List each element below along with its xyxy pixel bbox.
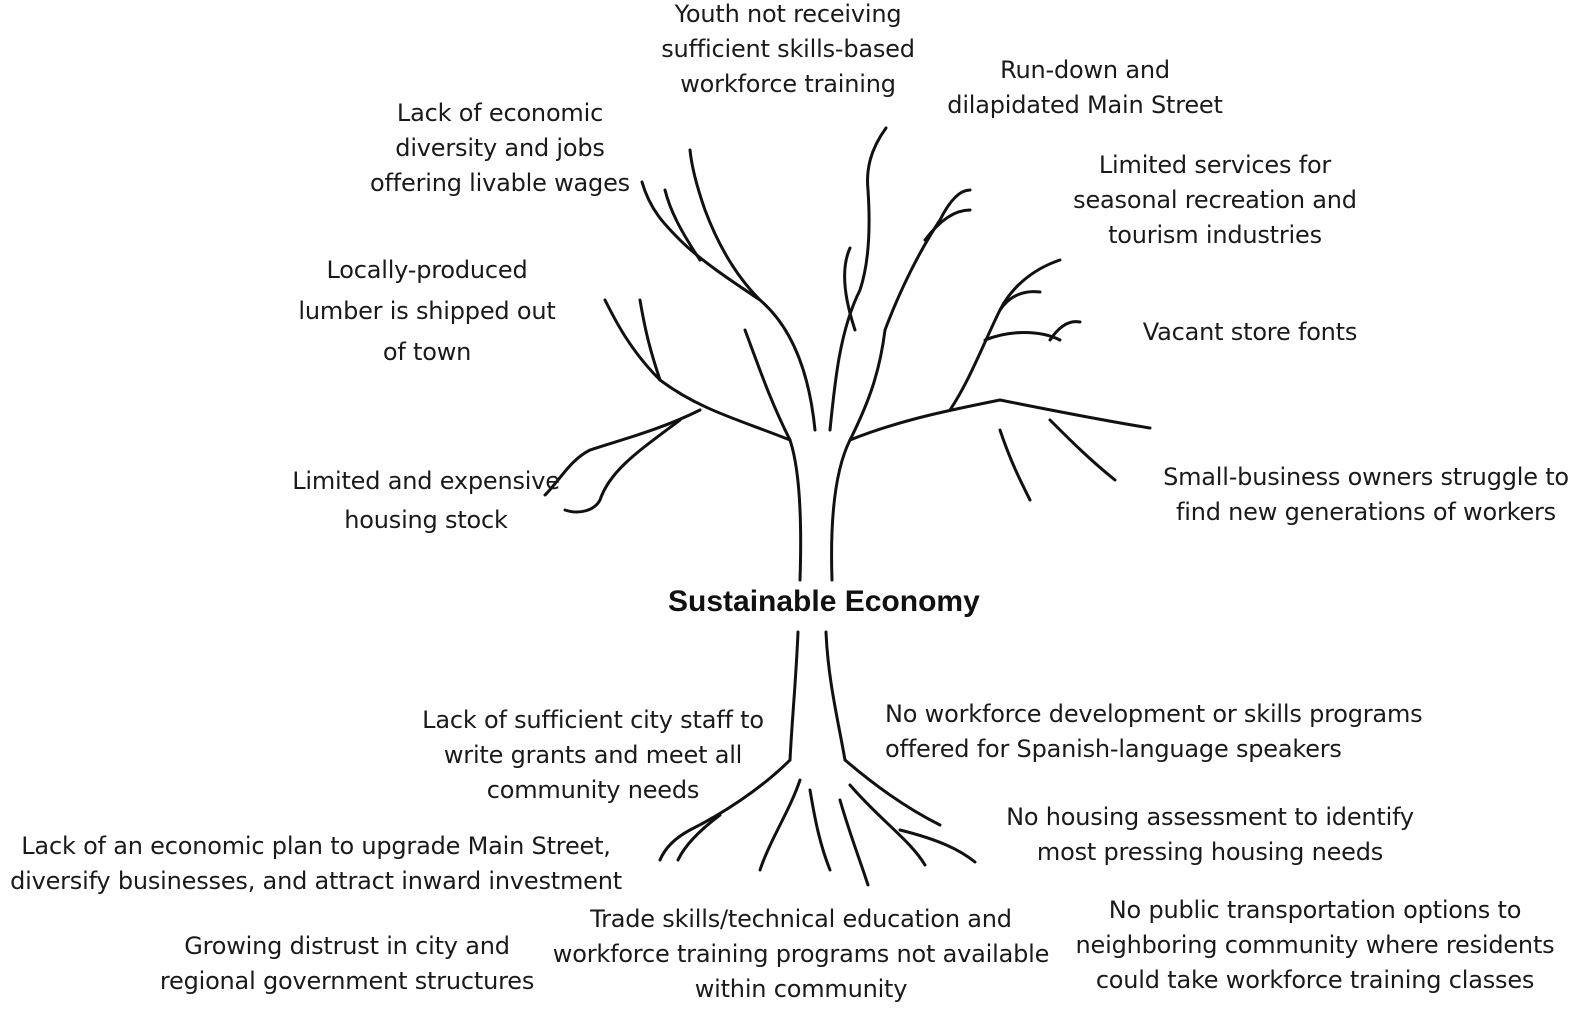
branch-label-seasonal-services: Limited services for seasonal recreation… bbox=[1073, 151, 1357, 249]
trunk-left-edge bbox=[743, 328, 803, 582]
root-left-4 bbox=[676, 813, 722, 862]
branch-right-twig2 bbox=[998, 290, 1042, 312]
root-right-2 bbox=[848, 783, 927, 867]
root-label-spanish-programs: No workforce development or skills progr… bbox=[885, 700, 1423, 763]
branch-right-upper-twig bbox=[923, 208, 972, 242]
branch-center-inner bbox=[828, 126, 888, 432]
lower-trunk-left bbox=[788, 630, 800, 762]
branch-right-twig3 bbox=[1048, 320, 1082, 342]
lower-trunk-right bbox=[824, 630, 847, 762]
branch-center-twig bbox=[843, 246, 857, 332]
branch-label-vacant-stores: Vacant store fonts bbox=[1142, 318, 1358, 346]
branch-label-economic-diversity: Lack of economic diversity and jobs offe… bbox=[370, 99, 630, 197]
root-left-2 bbox=[758, 778, 802, 872]
branch-label-main-street: Run-down and dilapidated Main Street bbox=[947, 56, 1223, 119]
root-left-3 bbox=[808, 788, 832, 872]
root-label-distrust: Growing distrust in city and regional go… bbox=[159, 932, 535, 995]
branch-upper-left-twig bbox=[663, 188, 702, 262]
root-right-4 bbox=[898, 828, 977, 864]
branch-right-main bbox=[848, 398, 1152, 442]
root-label-public-transport: No public transportation options to neig… bbox=[1075, 896, 1555, 994]
root-left-1 bbox=[658, 758, 792, 862]
branch-label-lumber: Locally-produced lumber is shipped out o… bbox=[298, 256, 556, 366]
branch-label-housing-stock: Limited and expensive housing stock bbox=[292, 467, 560, 534]
branch-label-small-business: Small-business owners struggle to find n… bbox=[1163, 463, 1569, 526]
branch-right-twig1 bbox=[983, 331, 1062, 342]
branch-left-twig bbox=[638, 298, 662, 382]
branch-left-sub bbox=[543, 408, 702, 497]
root-label-economic-plan: Lack of an economic plan to upgrade Main… bbox=[10, 832, 622, 895]
center-title: Sustainable Economy bbox=[668, 585, 980, 618]
root-label-trade-skills: Trade skills/technical education and wor… bbox=[552, 905, 1050, 1003]
branch-left-low bbox=[563, 418, 682, 514]
root-label-city-staff: Lack of sufficient city staff to write g… bbox=[422, 706, 764, 804]
branch-upper-left bbox=[640, 180, 762, 302]
root-label-housing-assessment: No housing assessment to identify most p… bbox=[1006, 803, 1414, 866]
trunk-right-edge bbox=[830, 328, 887, 582]
branch-center bbox=[688, 148, 817, 432]
branch-label-youth-training: Youth not receiving sufficient skills-ba… bbox=[661, 0, 915, 98]
root-right-3 bbox=[838, 798, 870, 887]
branch-right-low2 bbox=[1048, 418, 1117, 482]
branch-right-low bbox=[998, 428, 1032, 502]
branch-left-main bbox=[603, 298, 792, 442]
root-right-1 bbox=[843, 758, 942, 827]
